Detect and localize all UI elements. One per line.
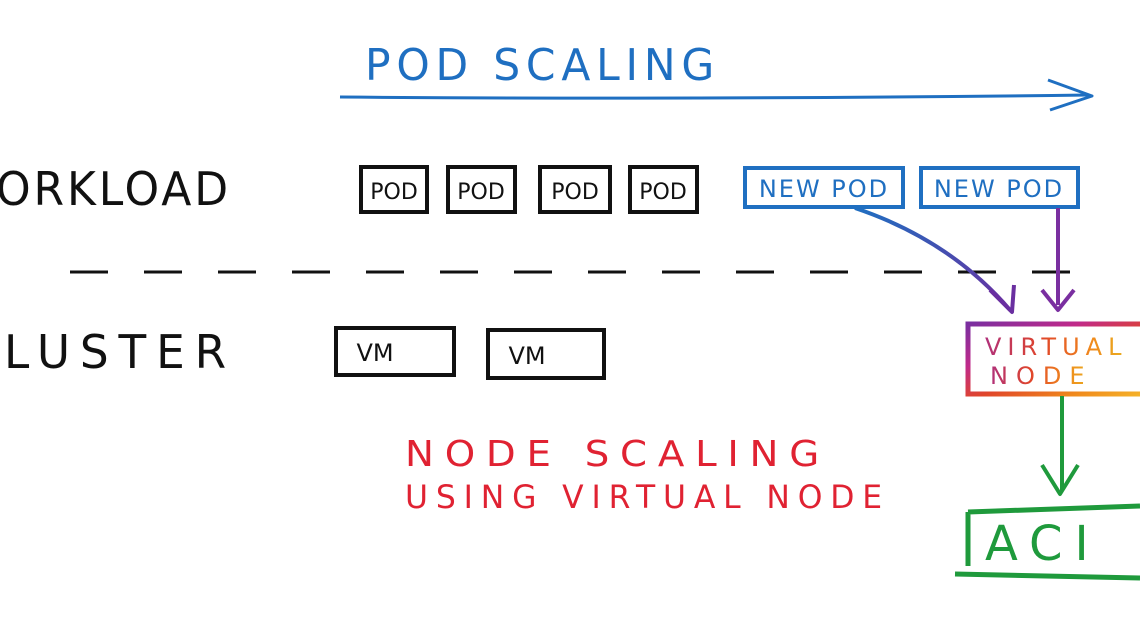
workload-label: ORKLOAD: [0, 162, 231, 216]
pod-label-2: POD: [457, 180, 505, 205]
pod-scaling-arrow: [339, 93, 1089, 100]
pod-label-4: POD: [639, 180, 687, 205]
pod-label-1: POD: [370, 180, 418, 205]
vm-box-1: VM: [334, 326, 456, 377]
virtual-node-box: VIRTUAL NODE: [965, 321, 1140, 397]
vm-label-2: VM: [508, 342, 545, 370]
new-pod-label-2: NEW POD: [934, 175, 1064, 203]
pod-box-3: POD: [538, 165, 612, 214]
cluster-label: LUSTER: [4, 325, 236, 379]
new-pod-2-arrowhead: [1040, 288, 1076, 312]
pod-scaling-arrowhead: [1047, 78, 1094, 112]
pod-scaling-label: POD SCALING: [365, 40, 720, 91]
new-pod-1-arrow: [854, 206, 1012, 312]
aci-label: ACI: [985, 516, 1101, 572]
pod-box-2: POD: [446, 165, 517, 214]
pod-label-3: POD: [551, 180, 599, 205]
new-pod-box-1: NEW POD: [743, 166, 905, 209]
virtual-node-to-aci-arrowhead: [1040, 463, 1080, 496]
virtual-node-label-line2: NODE: [990, 362, 1093, 390]
vm-box-2: VM: [486, 328, 606, 380]
node-scaling-line1: NODE SCALING: [405, 434, 830, 475]
pod-box-1: POD: [359, 165, 429, 214]
new-pod-box-2: NEW POD: [919, 166, 1080, 209]
node-scaling-line2: USING VIRTUAL NODE: [405, 478, 890, 516]
virtual-node-label-line1: VIRTUAL: [985, 333, 1127, 361]
vm-label-1: VM: [356, 339, 393, 367]
new-pod-1-arrowhead: [988, 284, 1016, 314]
pod-box-4: POD: [628, 165, 699, 214]
new-pod-label-1: NEW POD: [759, 175, 889, 203]
aci-box: ACI: [954, 503, 1140, 581]
